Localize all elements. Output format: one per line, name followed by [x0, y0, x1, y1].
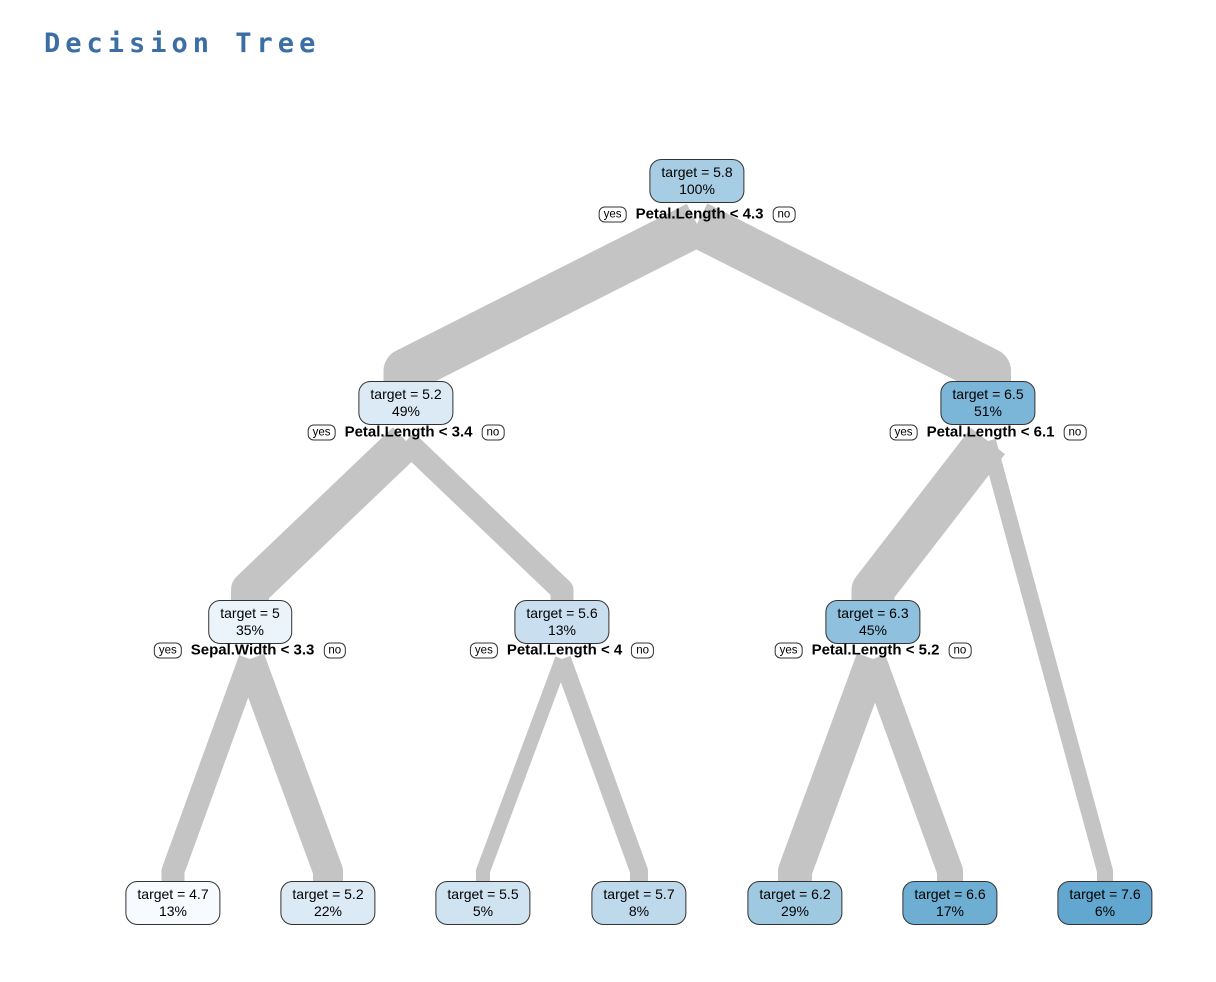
node-pct: 35% [235, 622, 265, 638]
node-pct: 51% [973, 403, 1003, 419]
no-badge: no [948, 642, 972, 658]
no-badge: no [772, 206, 796, 222]
node-label: target = 5.2 [292, 886, 364, 902]
node-label: target = 6.6 [914, 886, 986, 902]
branch-l3b-no [553, 655, 648, 890]
branch-l2left-no [398, 432, 574, 609]
split-condition: Petal.Length < 4.3 [635, 205, 764, 223]
branch-l3a-no [235, 653, 343, 890]
tree-node-l3-a: target = 5 35% [208, 600, 292, 644]
node-label: target = 6.3 [837, 605, 909, 621]
split-condition: Petal.Length < 6.1 [926, 423, 1055, 441]
node-label: target = 5.6 [526, 605, 598, 621]
tree-leaf-2: target = 5.2 22% [280, 881, 376, 925]
tree-leaf-1: target = 4.7 13% [125, 881, 221, 925]
node-label: target = 4.7 [137, 886, 209, 902]
no-badge: no [481, 424, 505, 440]
split-row-l2-right: yes Petal.Length < 6.1 no [889, 423, 1087, 441]
node-label: target = 5 [220, 605, 280, 621]
tree-leaf-5: target = 6.2 29% [747, 881, 843, 925]
branch-l3c-no [860, 654, 963, 890]
split-condition: Petal.Length < 5.2 [811, 641, 940, 659]
node-label: target = 5.5 [447, 886, 519, 902]
node-pct: 13% [158, 903, 188, 919]
plot-title: Decision Tree [44, 28, 321, 59]
tree-node-l3-b: target = 5.6 13% [514, 600, 610, 644]
split-row-l3-a: yes Sepal.Width < 3.3 no [153, 641, 347, 659]
node-label: target = 5.7 [603, 886, 675, 902]
branch-l2right-no [980, 438, 1113, 890]
tree-leaf-6: target = 6.6 17% [902, 881, 998, 925]
node-pct: 100% [679, 181, 715, 197]
node-label: target = 6.2 [759, 886, 831, 902]
tree-leaf-4: target = 5.7 8% [591, 881, 687, 925]
yes-badge: yes [307, 424, 336, 440]
node-pct: 5% [472, 903, 494, 919]
branch-l3c-yes [778, 653, 889, 890]
yes-badge: yes [153, 642, 182, 658]
no-badge: no [323, 642, 347, 658]
tree-leaf-3: target = 5.5 5% [435, 881, 531, 925]
no-badge: no [631, 642, 655, 658]
tree-leaf-7: target = 7.6 6% [1057, 881, 1153, 925]
branch-l3a-yes [161, 655, 261, 890]
node-pct: 8% [628, 903, 650, 919]
node-pct: 13% [547, 622, 577, 638]
split-row-l2-left: yes Petal.Length < 3.4 no [307, 423, 505, 441]
node-pct: 45% [858, 622, 888, 638]
node-label: target = 7.6 [1069, 886, 1141, 902]
node-label: target = 5.2 [370, 386, 442, 402]
split-row-root: yes Petal.Length < 4.3 no [598, 205, 796, 223]
yes-badge: yes [469, 642, 498, 658]
yes-badge: yes [889, 424, 918, 440]
tree-node-l3-c: target = 6.3 45% [825, 600, 921, 644]
tree-node-l2-right: target = 6.5 51% [940, 381, 1036, 425]
branch-l3b-yes [476, 656, 569, 890]
node-pct: 22% [313, 903, 343, 919]
branch-l2right-yes [851, 427, 1006, 612]
split-row-l3-b: yes Petal.Length < 4 no [469, 641, 655, 659]
node-pct: 17% [935, 903, 965, 919]
split-condition: Sepal.Width < 3.3 [190, 641, 315, 659]
yes-badge: yes [774, 642, 803, 658]
node-pct: 6% [1094, 903, 1116, 919]
branch-root-yes [383, 203, 708, 394]
node-label: target = 6.5 [952, 386, 1024, 402]
yes-badge: yes [598, 206, 627, 222]
node-label: target = 5.8 [661, 164, 733, 180]
split-condition: Petal.Length < 3.4 [344, 423, 473, 441]
branch-root-no [686, 203, 1011, 394]
node-pct: 49% [391, 403, 421, 419]
node-pct: 29% [780, 903, 810, 919]
split-row-l3-c: yes Petal.Length < 5.2 no [774, 641, 972, 659]
split-condition: Petal.Length < 4 [506, 641, 623, 659]
tree-node-root: target = 5.8 100% [649, 159, 745, 203]
branch-l2left-yes [231, 427, 420, 609]
no-badge: no [1063, 424, 1087, 440]
tree-node-l2-left: target = 5.2 49% [358, 381, 454, 425]
